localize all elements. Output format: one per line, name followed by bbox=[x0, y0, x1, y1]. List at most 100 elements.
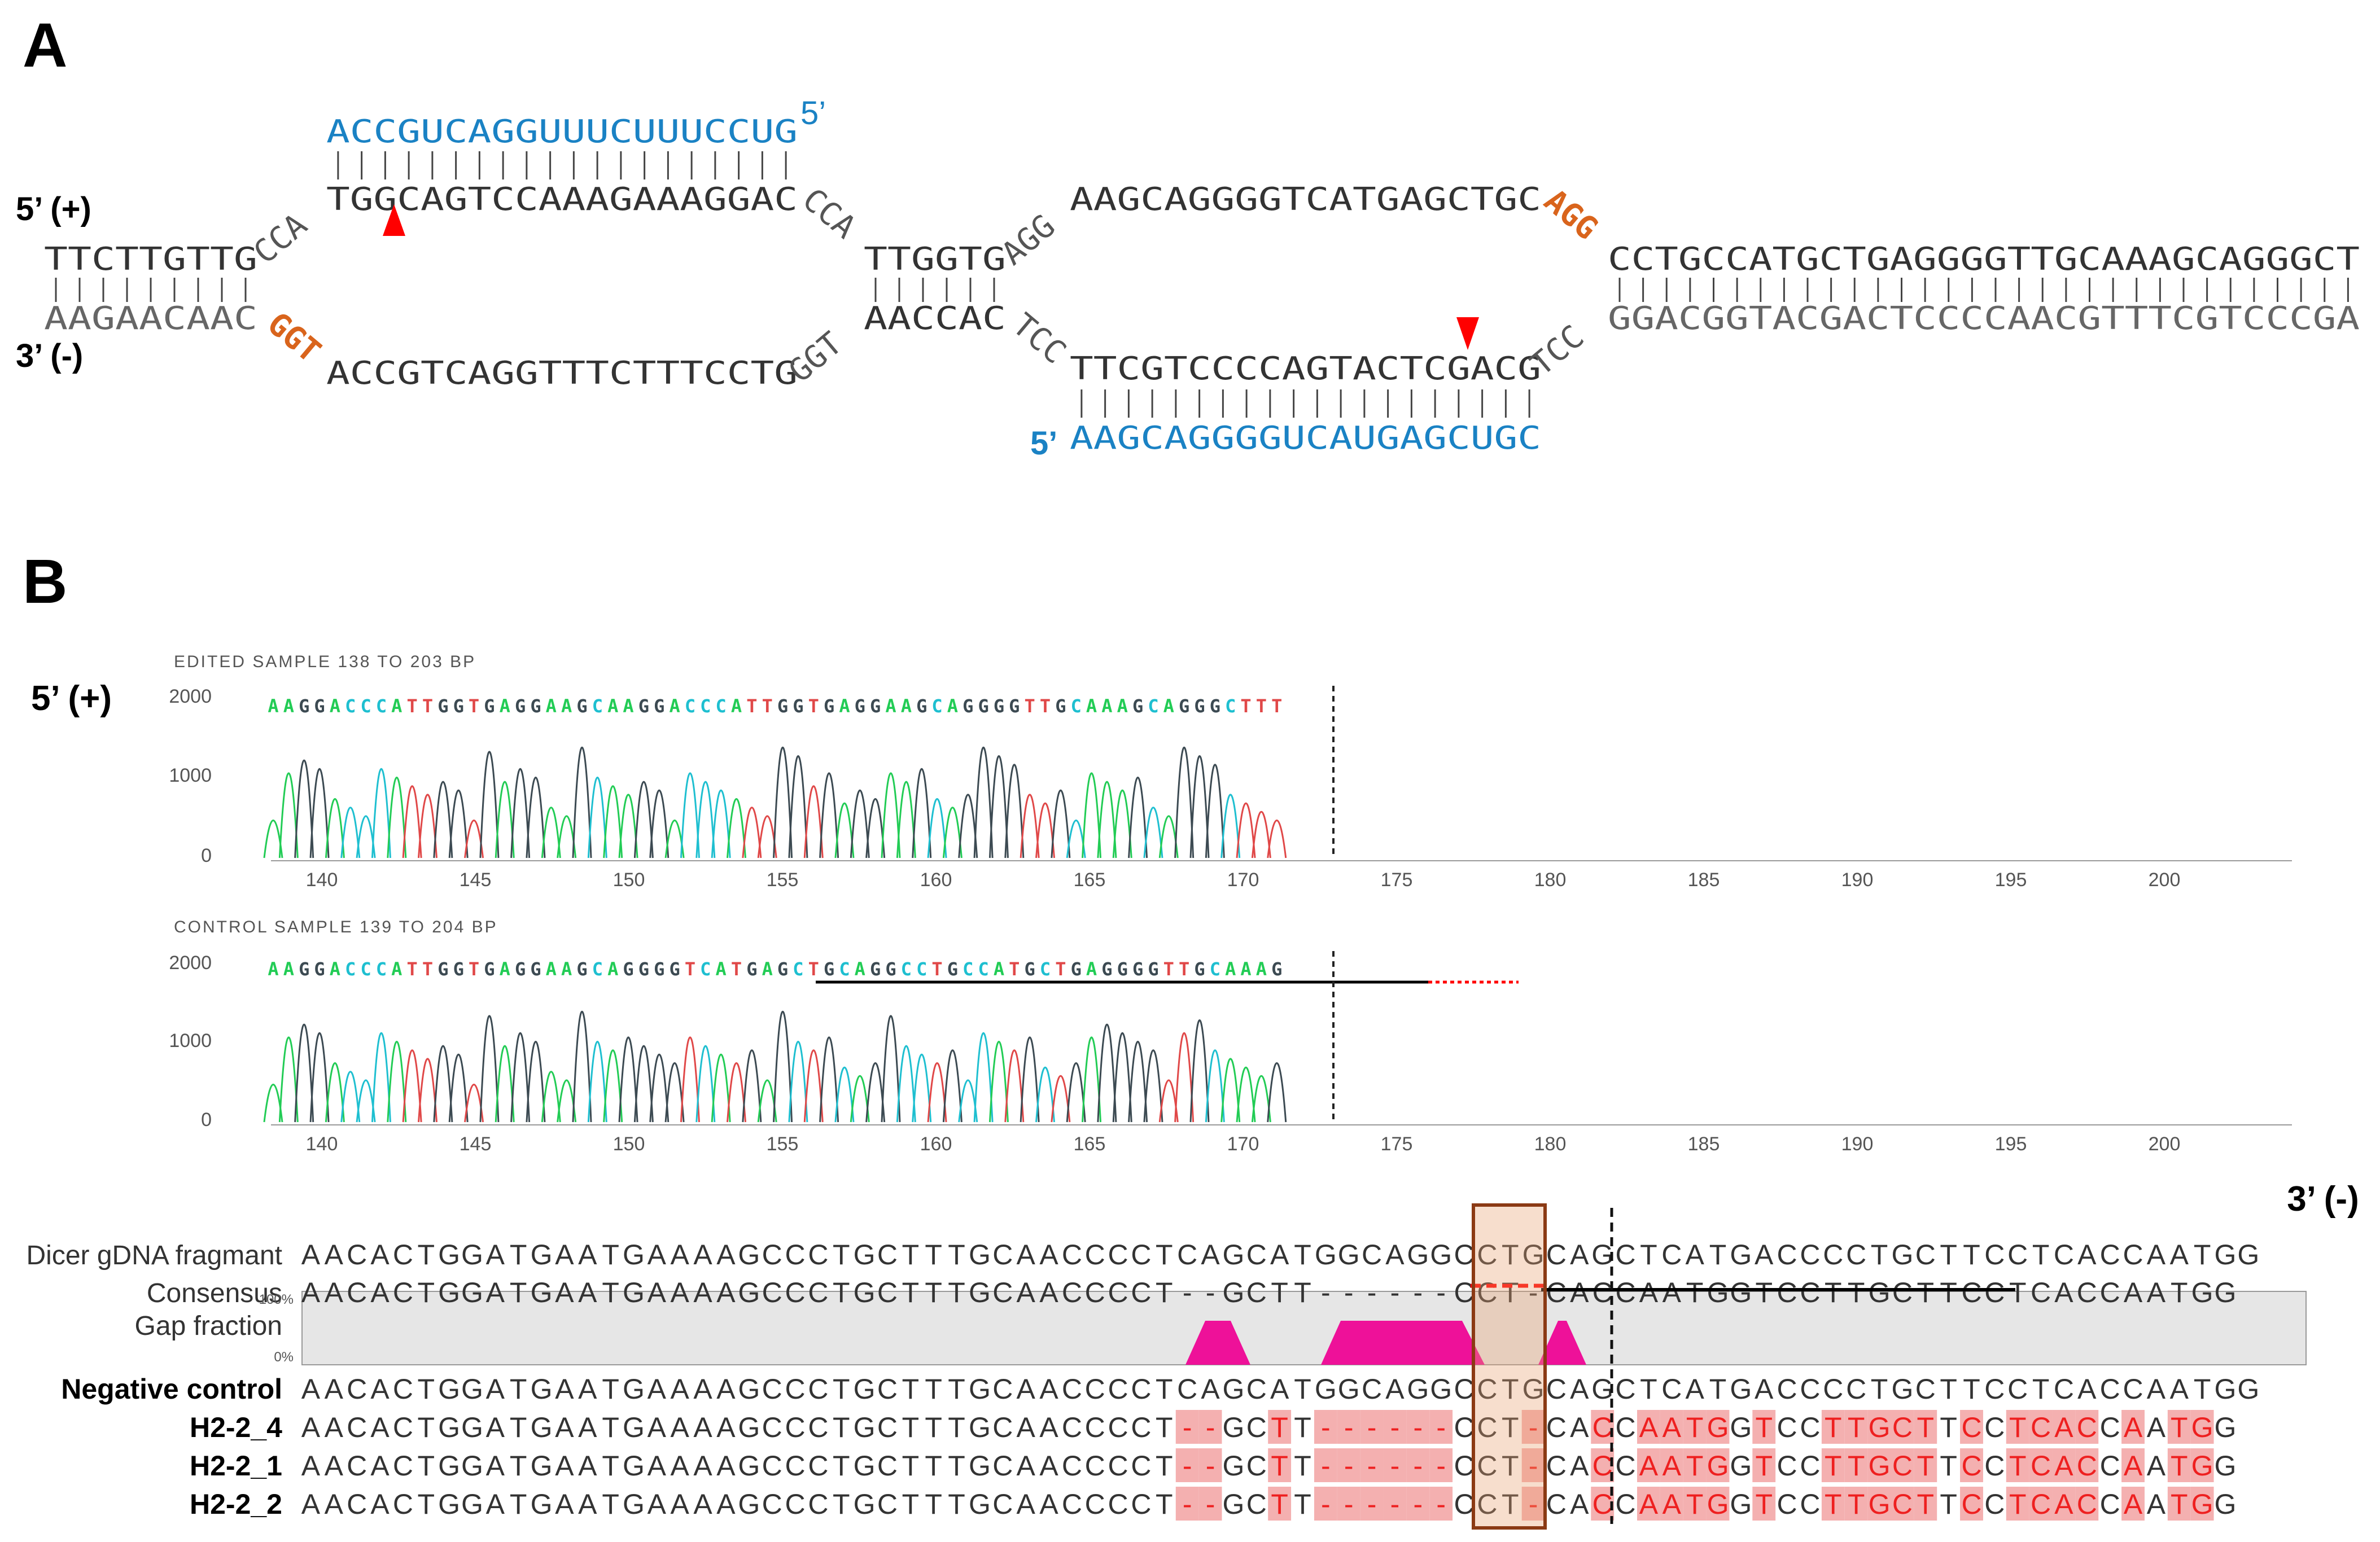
alignment-base: T bbox=[2171, 1277, 2188, 1308]
alignment-base: C bbox=[1454, 1450, 1474, 1482]
alignment-base: C bbox=[393, 1450, 413, 1482]
alignment-base: G bbox=[1407, 1373, 1429, 1405]
h2-2-4-label: H2-2_4 bbox=[190, 1412, 282, 1443]
trace-peak bbox=[680, 772, 700, 858]
alignment-base: C bbox=[1984, 1239, 2005, 1271]
alignment-base: A bbox=[2147, 1277, 2166, 1308]
alignment-base: C bbox=[1661, 1239, 1682, 1271]
alignment-base: - bbox=[1344, 1412, 1354, 1443]
mismatch-cell bbox=[1844, 1410, 1868, 1444]
base-call: C bbox=[1071, 695, 1082, 717]
mismatch-cell bbox=[1867, 1410, 1891, 1444]
alignment-base: C bbox=[1131, 1412, 1151, 1443]
alignment-base: C bbox=[1454, 1239, 1474, 1271]
base-call: G bbox=[438, 958, 448, 980]
base-call: G bbox=[576, 958, 587, 980]
guide1-5prime: 5’ bbox=[800, 95, 826, 132]
mismatch-highlights bbox=[1175, 1410, 2214, 1521]
trace-peak bbox=[1236, 1066, 1256, 1123]
alignment-base: G bbox=[738, 1373, 760, 1405]
alignment-base: - bbox=[1321, 1412, 1331, 1443]
trace-peak bbox=[402, 785, 422, 858]
alignment-base: G bbox=[2191, 1488, 2213, 1520]
alignment-base: C bbox=[1800, 1450, 1820, 1482]
alignment-base: G bbox=[461, 1450, 483, 1482]
trace-peak bbox=[387, 1041, 407, 1123]
base-call: A bbox=[500, 958, 510, 980]
alignment-base: C bbox=[2031, 1277, 2051, 1308]
trace-peak bbox=[1251, 811, 1271, 858]
alignment-base: G bbox=[1338, 1373, 1360, 1405]
alignment-base: T bbox=[1709, 1239, 1727, 1271]
alignment-base: A bbox=[1639, 1277, 1659, 1308]
alignment-base: - bbox=[1367, 1450, 1377, 1482]
mismatch-cell bbox=[1660, 1487, 1683, 1521]
alignment-base: C bbox=[1892, 1277, 1913, 1308]
alignment-base: C bbox=[1246, 1412, 1267, 1443]
trace-peak bbox=[896, 1045, 916, 1123]
alignment-base: A bbox=[370, 1373, 390, 1405]
alignment-base: G bbox=[2191, 1450, 2213, 1482]
alignment-base: A bbox=[325, 1277, 344, 1308]
alignment-base: T bbox=[833, 1412, 850, 1443]
alignment-base: T bbox=[1848, 1412, 1865, 1443]
base-call: G bbox=[314, 958, 325, 980]
alignment-base: G bbox=[438, 1239, 460, 1271]
alignment-base: T bbox=[948, 1239, 965, 1271]
alignment-base: A bbox=[671, 1412, 690, 1443]
alignment-base: G bbox=[438, 1277, 460, 1308]
alignment-base: A bbox=[671, 1277, 690, 1308]
x-tick-label: 175 bbox=[1381, 1133, 1413, 1155]
duplex-base-pairs-3 bbox=[1618, 278, 2349, 302]
trace-peak bbox=[727, 1062, 746, 1123]
alignment-base: G bbox=[438, 1412, 460, 1443]
alignment-base: C bbox=[992, 1373, 1013, 1405]
base-call: C bbox=[716, 695, 727, 717]
mismatch-cell bbox=[1752, 1410, 1776, 1444]
mismatch-cell bbox=[1960, 1448, 1983, 1482]
alignment-base: T bbox=[1156, 1488, 1173, 1520]
alignment-base: A bbox=[1016, 1277, 1035, 1308]
alignment-base: G bbox=[1707, 1488, 1729, 1520]
alignment-base: C bbox=[1616, 1412, 1636, 1443]
plus-segment-3: CCTGCCATGCTGAGGGGTTGCAAAGCAGGGCT bbox=[1608, 241, 2360, 278]
alignment-base: G bbox=[1730, 1488, 1752, 1520]
alignment-base: C bbox=[2031, 1412, 2051, 1443]
alignment-base: T bbox=[1294, 1412, 1311, 1443]
alignment-base: C bbox=[1823, 1239, 1843, 1271]
alignment-base: A bbox=[693, 1412, 712, 1443]
alignment-base: A bbox=[370, 1239, 390, 1271]
trace-peak bbox=[1189, 1019, 1210, 1123]
pam-box bbox=[1472, 1203, 1547, 1530]
base-call: A bbox=[283, 695, 294, 717]
alignment-base: G bbox=[969, 1373, 991, 1405]
base-call: T bbox=[1256, 695, 1267, 717]
base-call: C bbox=[963, 958, 973, 980]
mismatch-cell bbox=[1337, 1448, 1360, 1482]
trace-peak bbox=[988, 1041, 1009, 1123]
alignment-base: G bbox=[854, 1239, 876, 1271]
base-call: A bbox=[1086, 958, 1097, 980]
x-tick-label: 195 bbox=[1995, 1133, 2027, 1155]
alignment-base: T bbox=[2009, 1412, 2027, 1443]
alignment-base: A bbox=[648, 1373, 667, 1405]
trace-peak bbox=[881, 772, 901, 858]
alignment-base: T bbox=[510, 1450, 527, 1482]
guide1-rna: ACCGUCAGGUUUCUUUCCUG bbox=[326, 113, 798, 150]
trace-peak bbox=[633, 1045, 654, 1123]
base-call: G bbox=[978, 695, 988, 717]
base-call: G bbox=[530, 958, 541, 980]
alignment-base: C bbox=[1085, 1373, 1105, 1405]
alignment-base: A bbox=[1570, 1412, 1589, 1443]
alignment-base: A bbox=[648, 1277, 667, 1308]
base-call: A bbox=[607, 695, 618, 717]
base-call: G bbox=[654, 695, 664, 717]
mismatch-cell bbox=[1706, 1448, 1730, 1482]
x-tick-label: 165 bbox=[1074, 1133, 1106, 1155]
alignment-base: A bbox=[1270, 1239, 1289, 1271]
mismatch-cell bbox=[1891, 1487, 1914, 1521]
trace-peak bbox=[865, 798, 886, 858]
alignment-base: T bbox=[2171, 1450, 2188, 1482]
base-call: A bbox=[330, 695, 340, 717]
base-call: A bbox=[391, 958, 402, 980]
